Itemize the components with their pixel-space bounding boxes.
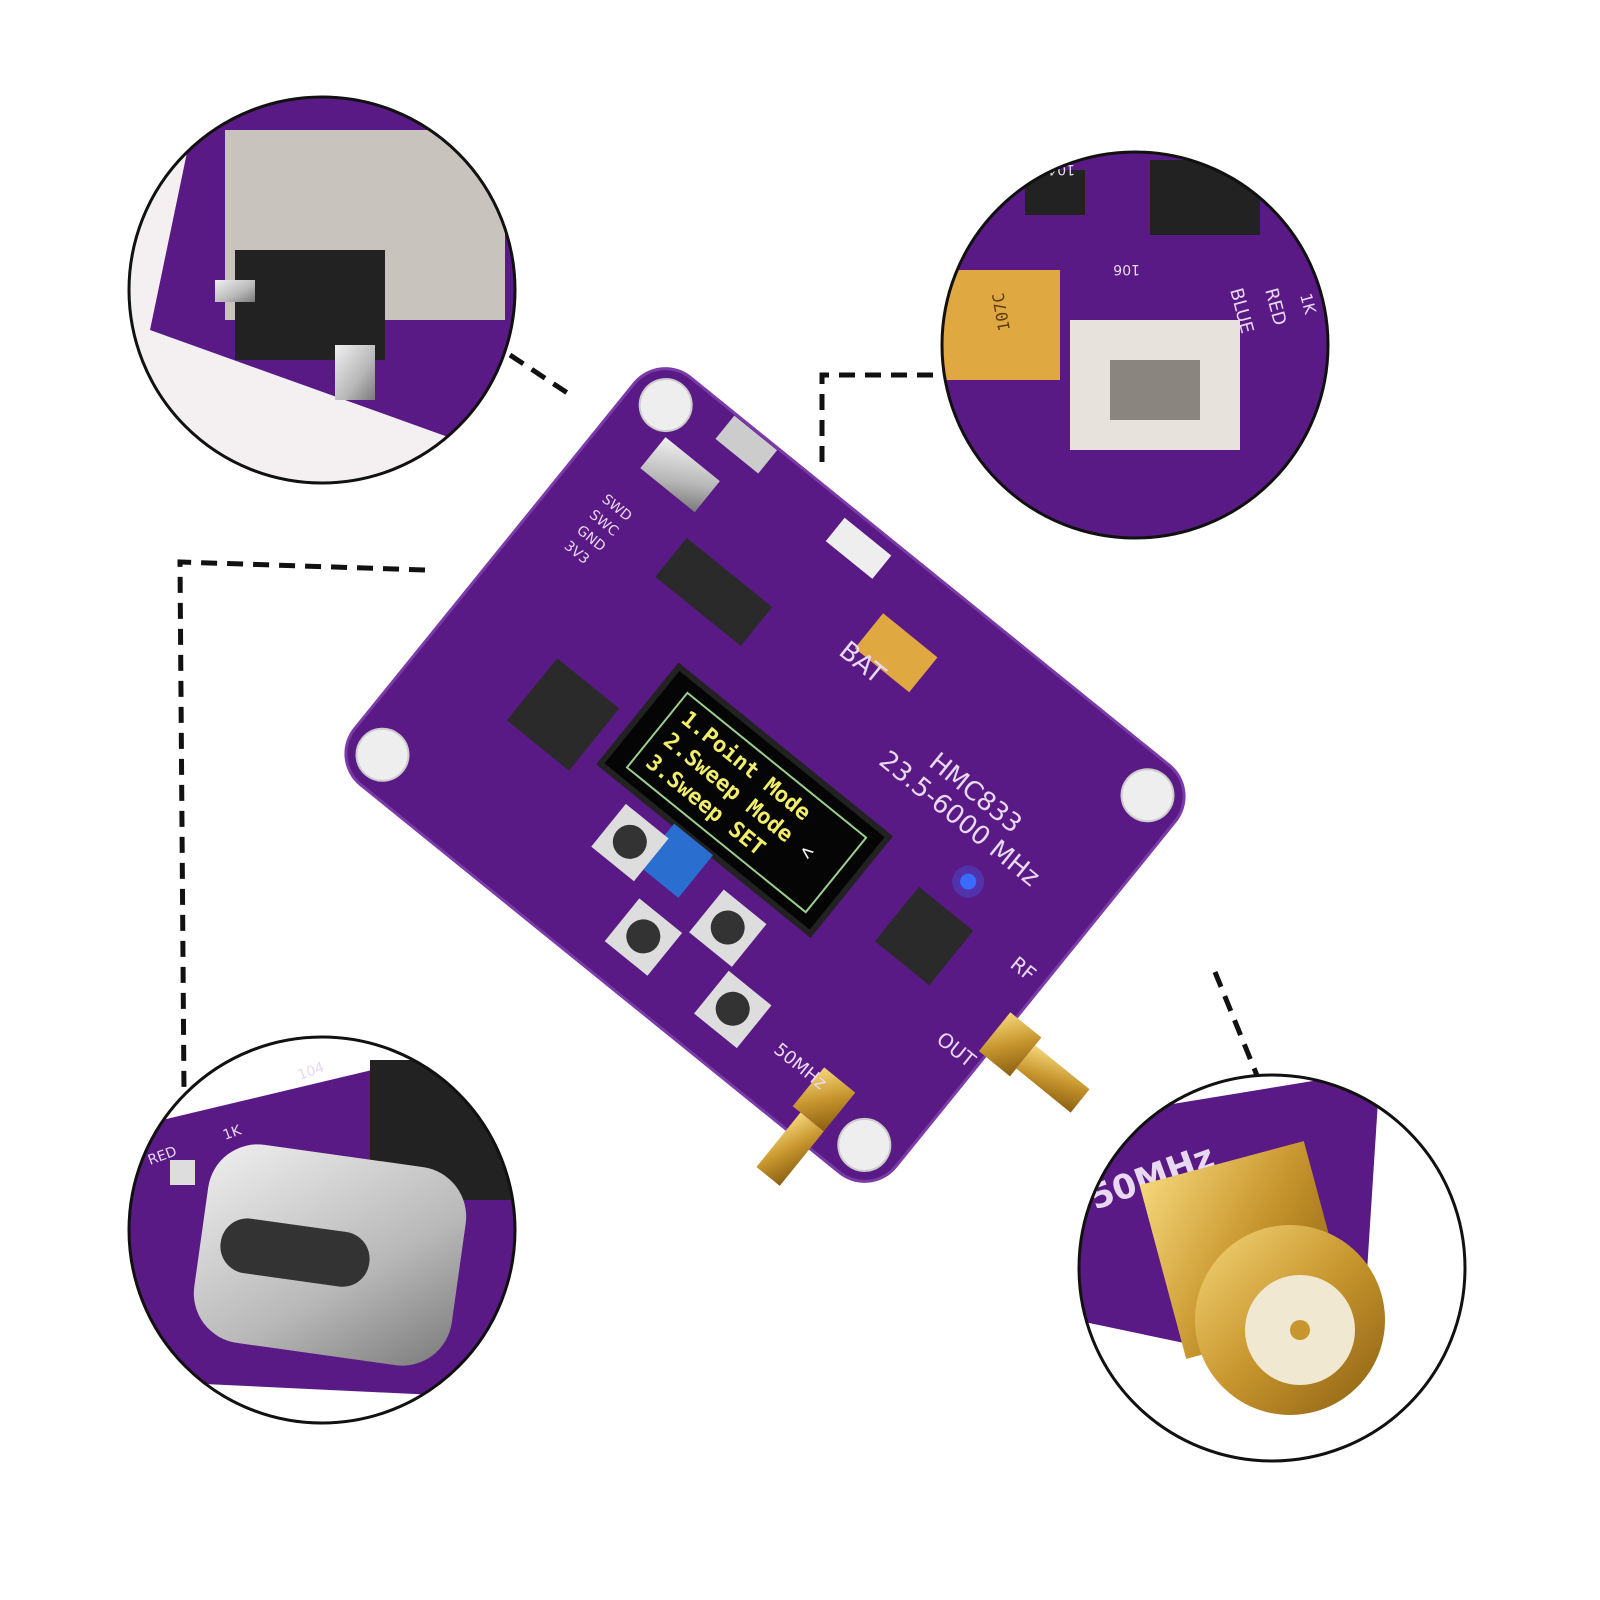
sma-connectors <box>756 1012 1090 1186</box>
silk-1k: 1K <box>1296 291 1320 316</box>
mcu-chip <box>506 658 620 771</box>
oled-display: 1.Point Mode 2.Sweep Mode 3.Sweep SET < <box>596 662 894 939</box>
silk-106: 106 <box>1113 261 1140 277</box>
callout-switch <box>127 95 517 485</box>
usb-c-port <box>640 437 720 513</box>
hmc833-chip <box>874 886 974 986</box>
callout-line-sma <box>1212 971 1261 1079</box>
battery-connector <box>825 517 892 579</box>
status-led <box>960 873 977 890</box>
pcb-board: 1.Point Mode 2.Sweep Mode 3.Sweep SET < <box>344 367 1186 1186</box>
callout-line-battery <box>819 372 942 462</box>
callout-sma: 50MHz <box>1077 1073 1467 1463</box>
tactile-buttons <box>591 803 772 1049</box>
callout-battery-connector: BLUE RED 1K 104 106 107C <box>940 150 1330 540</box>
callout-line-switch <box>508 352 577 401</box>
switch-slider <box>235 250 385 360</box>
tantalum-capacitor <box>854 613 938 693</box>
slide-switch <box>715 415 778 474</box>
mounting-holes <box>355 378 1175 1172</box>
ribbon-cable <box>639 823 713 898</box>
callout-usb-c: RED 1K 104 <box>127 1035 517 1425</box>
silk-1k: 1K <box>221 1122 244 1144</box>
callout-lines <box>177 352 1261 1093</box>
callout-line-usb <box>177 559 426 1093</box>
usb-serial-chip <box>655 537 773 647</box>
tantalum-capacitor <box>942 270 1060 380</box>
